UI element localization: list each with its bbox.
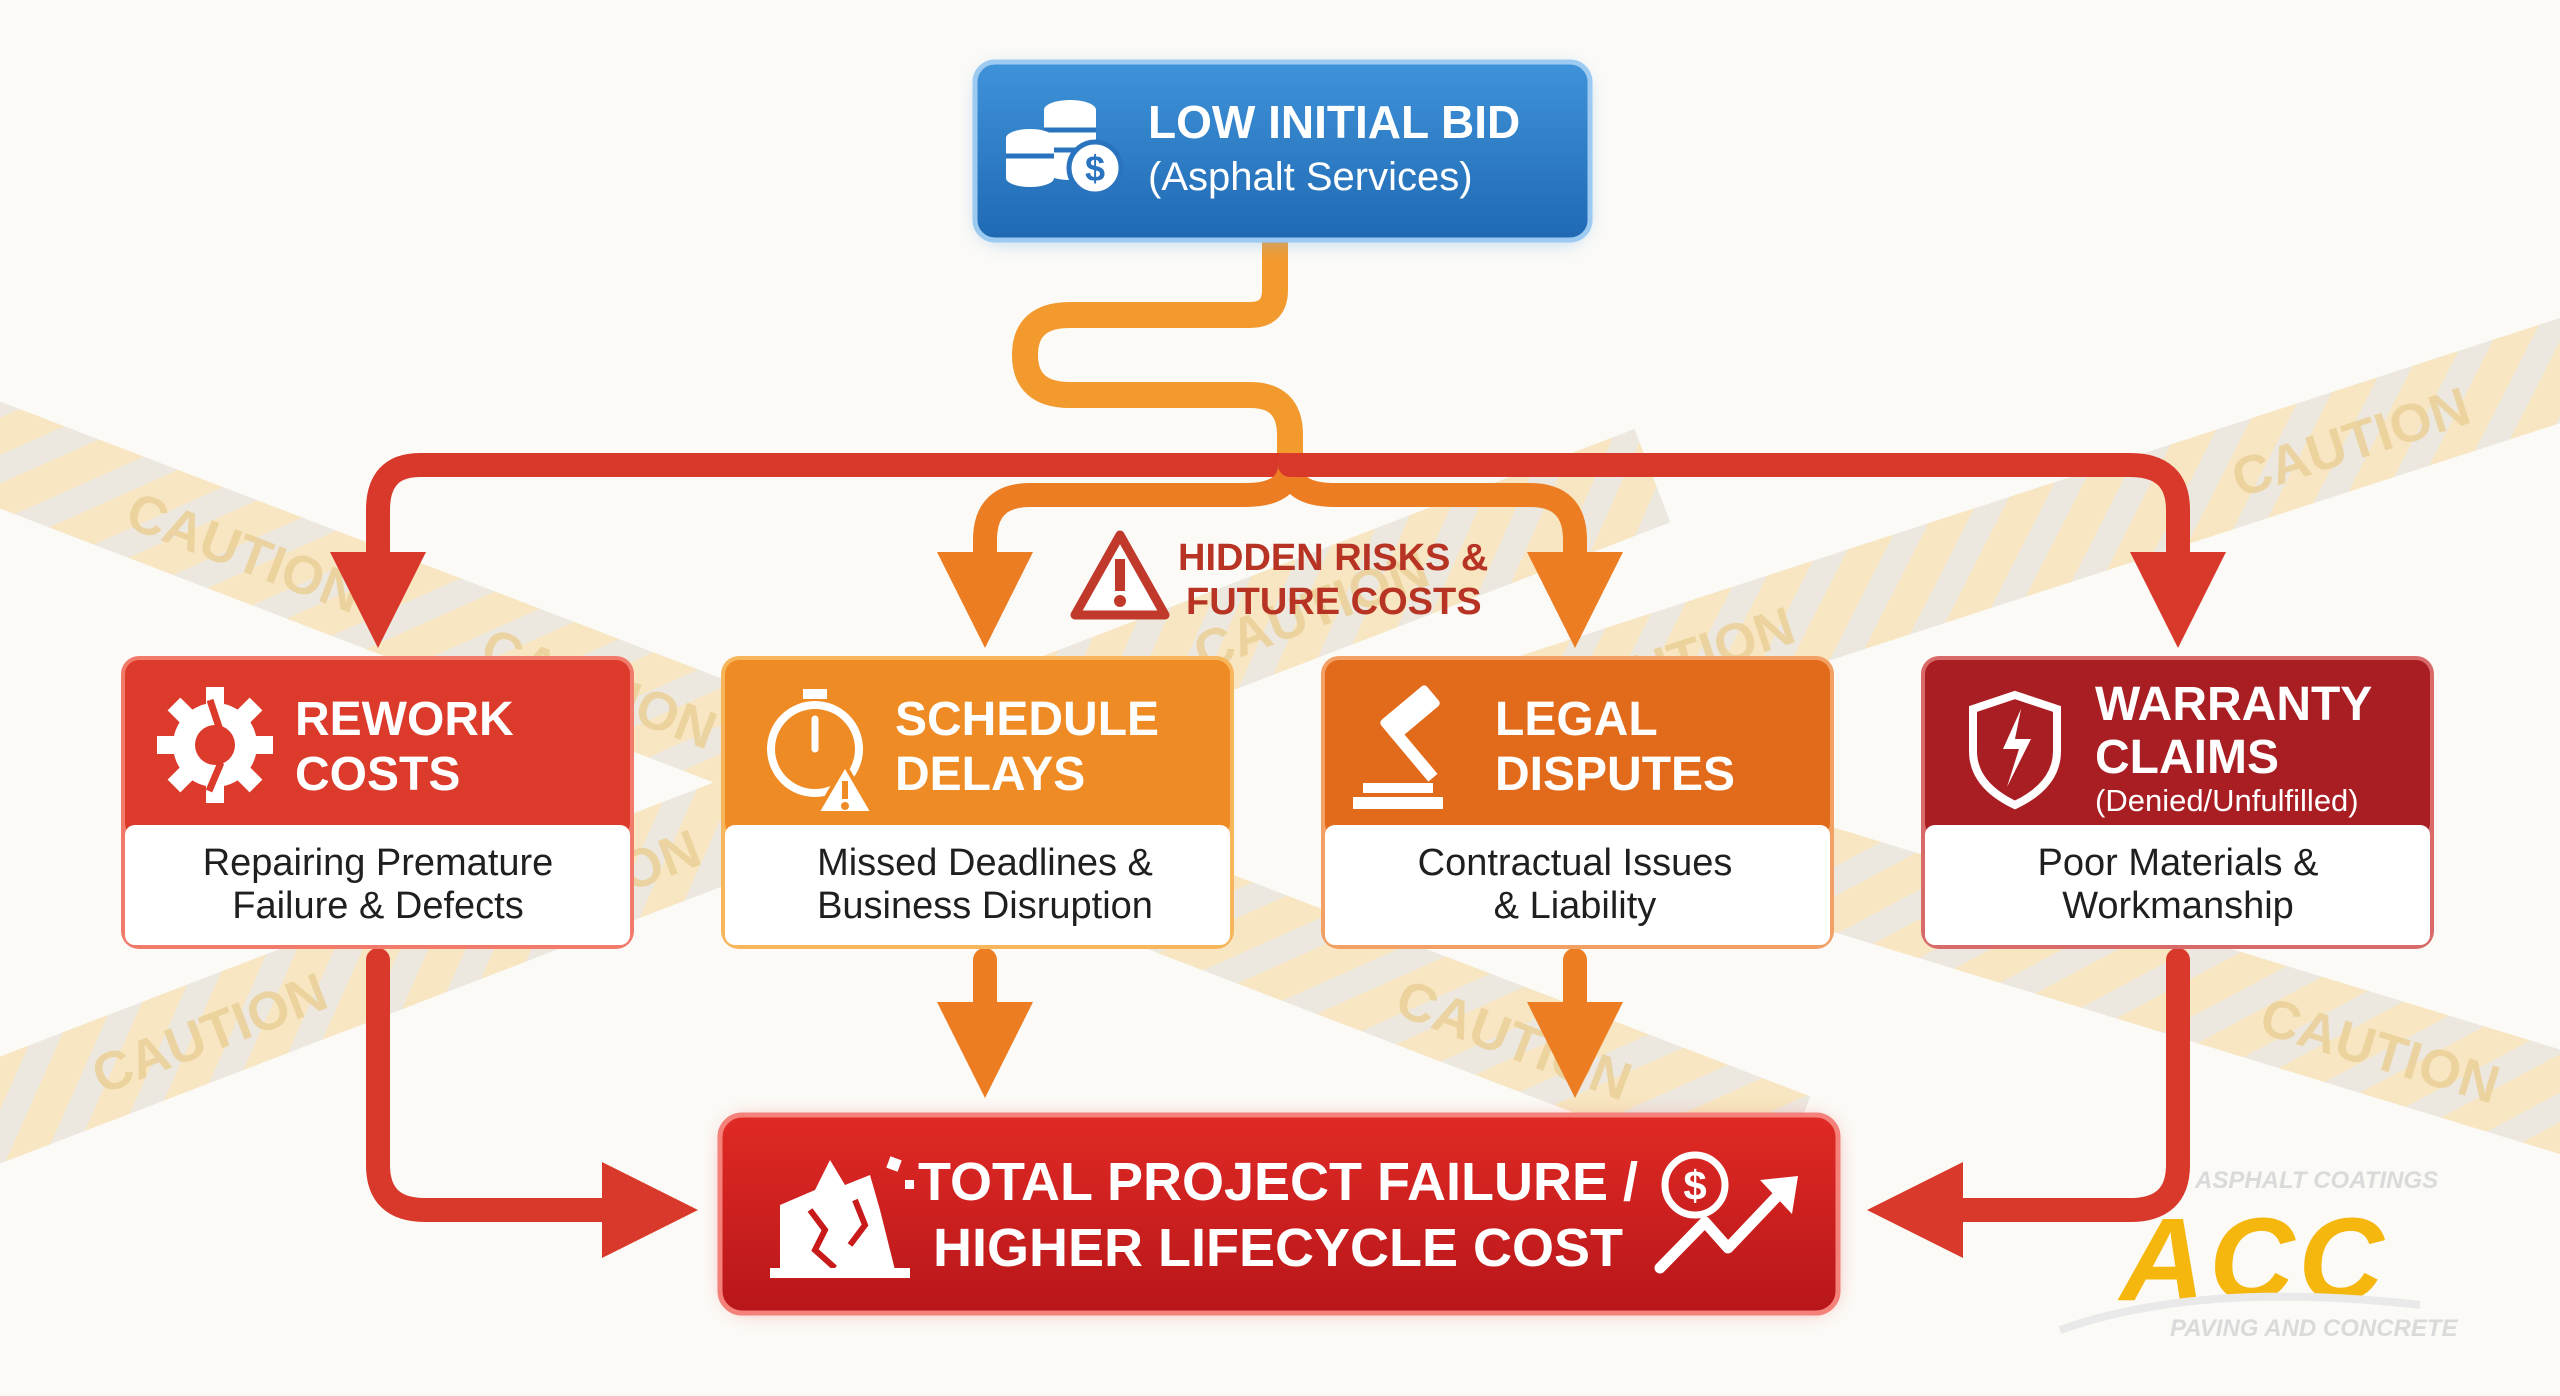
broken-shield-icon [1969,690,2061,810]
acc-logo: ASPHALT COATINGS ACC PAVING AND CONCRETE [2058,1167,2459,1342]
box-desc-line1: Contractual Issues [1418,842,1733,884]
connector-to-rework [330,453,1302,648]
box-title-line1: LEGAL [1495,693,1658,746]
box-header [1325,660,1830,837]
box-desc-line1: Poor Materials & [2038,842,2319,884]
low-initial-bid-box: $ LOW INITIAL BID (Asphalt Services) [972,59,1593,243]
crumbling-wall-icon [770,1156,914,1278]
warning-triangle-icon [1070,530,1170,620]
hidden-risks-line1: HIDDEN RISKS & [1178,537,1488,579]
dollar-rising-arrow-icon: $ [1654,1151,1798,1274]
logo-top-text: ASPHALT COATINGS [2194,1167,2438,1194]
total-project-failure-box: TOTAL PROJECT FAILURE / HIGHER LIFECYCLE… [717,1112,1841,1316]
coins-dollar-icon: $ [1006,100,1124,197]
hidden-risks-line2: FUTURE COSTS [1186,581,1482,623]
box-body [1925,825,2430,945]
box-desc-line1: Repairing Premature [203,842,554,884]
box-subtitle: (Denied/Unfulfilled) [2095,783,2359,818]
box-body [125,825,630,945]
gavel-icon [1353,685,1443,809]
box-desc-line2: Failure & Defects [232,885,523,927]
svg-text:$: $ [1085,148,1105,189]
box-body [1325,825,1830,945]
box-body [725,825,1230,945]
connectors [330,225,2226,1258]
connector-warranty-to-total [1867,948,2190,1258]
connector-wiggle [1012,225,1303,478]
bottom-box-line1: TOTAL PROJECT FAILURE / [918,1152,1638,1212]
top-box-subtitle: (Asphalt Services) [1148,155,1473,199]
box-title-line1: REWORK [295,693,514,746]
logo-bottom-text: PAVING AND CONCRETE [2170,1315,2459,1342]
box-title-line1: WARRANTY [2095,678,2372,731]
broken-gear-icon [157,687,273,803]
connector-to-legal [1278,453,1623,648]
box-desc-line2: Business Disruption [817,885,1153,927]
box-desc-line2: Workmanship [2062,885,2294,927]
top-box-title: LOW INITIAL BID [1148,96,1520,148]
stopwatch-warning-icon [767,689,877,815]
box-title-line1: SCHEDULE [895,693,1159,746]
box-title-line2: DELAYS [895,748,1085,801]
svg-text:$: $ [1683,1162,1706,1209]
box-title-line2: DISPUTES [1495,748,1735,801]
bottom-box-line2: HIGHER LIFECYCLE COST [933,1218,1623,1278]
box-title-line2: CLAIMS [2095,731,2279,784]
box-desc-line2: & Liability [1494,885,1657,927]
hidden-risks-label: HIDDEN RISKS & FUTURE COSTS [1070,530,1488,623]
logo-swoosh [2058,1292,2421,1334]
connector-to-warranty [1278,453,2226,648]
connector-rework-to-total [366,948,698,1258]
box-title-line2: COSTS [295,748,460,801]
box-desc-line1: Missed Deadlines & [817,842,1153,884]
